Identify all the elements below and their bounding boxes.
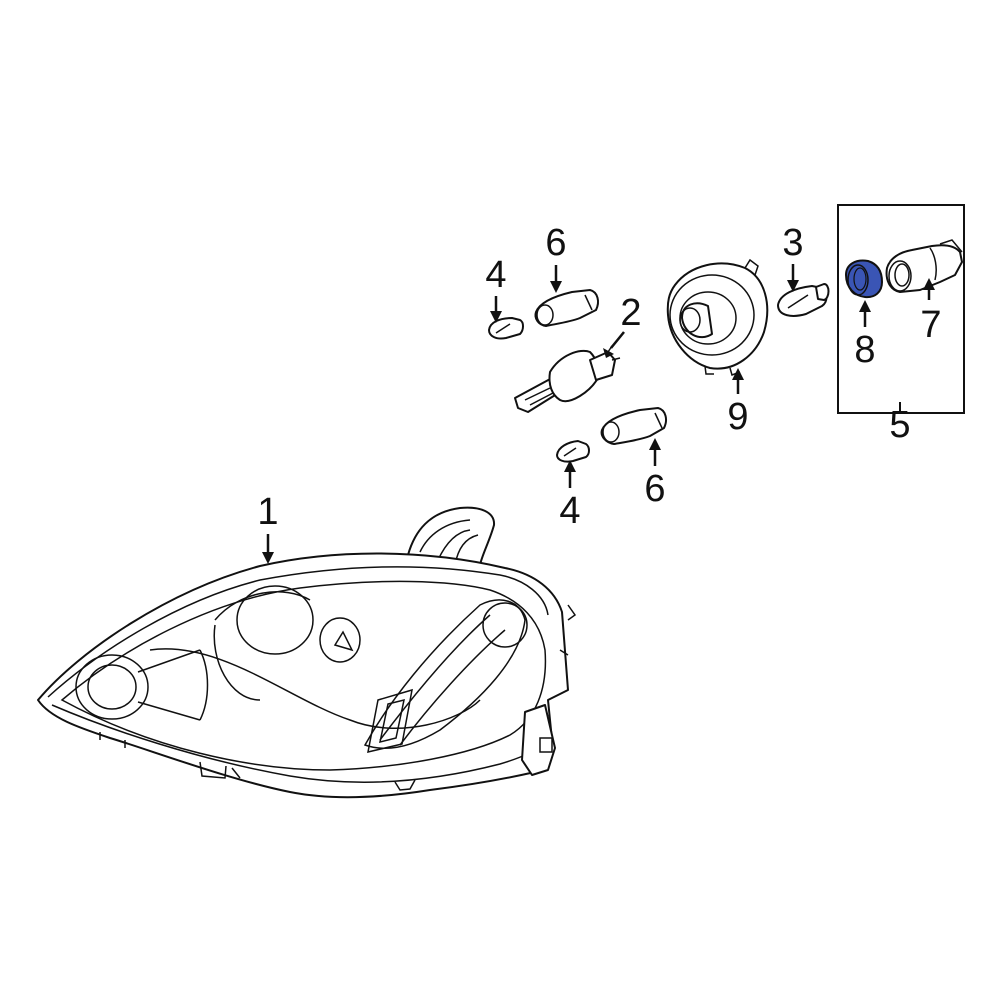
leader-lines [262,264,935,564]
small-wedge-bulb-lower[interactable] [556,440,590,463]
callout-6-upper[interactable]: 6 [545,222,567,264]
callout-1[interactable]: 1 [257,491,279,533]
socket-kit-box[interactable] [837,204,965,414]
small-wedge-bulb-upper[interactable] [488,317,524,340]
socket[interactable] [885,239,963,293]
seal-ring[interactable] [844,259,884,299]
callout-6-lower[interactable]: 6 [644,468,666,510]
wedge-bulb[interactable] [777,283,830,317]
headlamp-bulb[interactable] [514,345,621,413]
bulb-socket-lower[interactable] [600,407,667,445]
callout-4-lower[interactable]: 4 [559,490,581,532]
callout-5[interactable]: 5 [889,404,911,446]
callout-8[interactable]: 8 [854,329,876,371]
dust-cover[interactable] [666,258,769,376]
callout-4-upper[interactable]: 4 [485,254,507,296]
callout-3[interactable]: 3 [782,222,804,264]
headlamp-assembly[interactable] [37,506,577,799]
callout-2[interactable]: 2 [620,292,642,334]
bulb-socket-upper[interactable] [534,289,599,327]
callout-7[interactable]: 7 [920,304,942,346]
callout-9[interactable]: 9 [727,396,749,438]
